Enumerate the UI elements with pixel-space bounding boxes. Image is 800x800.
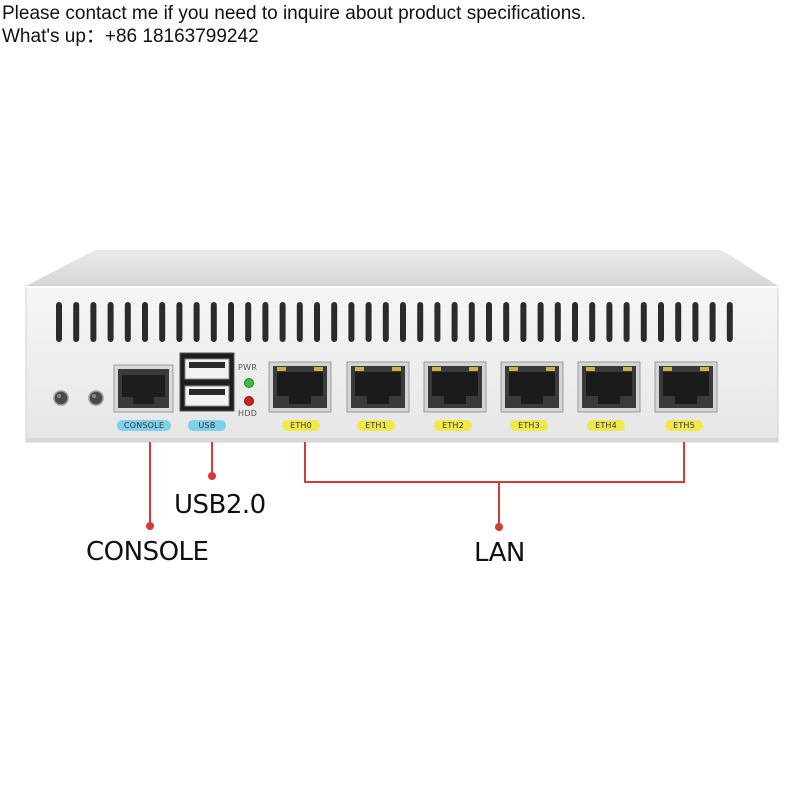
vent-slot <box>210 302 217 342</box>
usb-port-label: USB <box>188 420 226 431</box>
vent-slot <box>124 302 131 342</box>
eth0-label: ETH0 <box>282 420 320 431</box>
vent-slot <box>142 302 148 342</box>
ethernet-ports <box>268 361 718 413</box>
vent-slot <box>451 302 458 342</box>
console-callout-dot <box>146 522 154 530</box>
vent-slot <box>314 302 320 342</box>
vent-slot <box>537 302 544 342</box>
chassis-top <box>26 250 778 286</box>
vent-slot <box>331 302 338 342</box>
vent-slot <box>520 302 527 342</box>
vent-slot <box>193 302 200 342</box>
vent-slot <box>675 302 682 342</box>
console-callout-label: CONSOLE <box>86 537 209 567</box>
vent-slot <box>159 302 166 342</box>
vent-slot <box>262 302 269 342</box>
vent-slot <box>503 302 510 342</box>
vent-slot <box>606 302 613 342</box>
power-button <box>88 390 104 406</box>
vent-slot <box>434 302 441 342</box>
vent-slot <box>56 302 62 342</box>
contact-line-specifications: Please contact me if you need to inquire… <box>2 3 587 24</box>
eth1-label: ETH1 <box>357 420 395 431</box>
vent-slot <box>658 302 664 342</box>
eth4-port <box>577 361 641 413</box>
pwr-label: PWR <box>238 363 258 372</box>
vent-slot <box>709 302 716 342</box>
vent-slot <box>245 302 252 342</box>
vent-slot <box>589 302 596 342</box>
usb-port <box>179 352 235 412</box>
vent-slot <box>228 302 234 342</box>
vent-slot <box>692 302 699 342</box>
vent-slot <box>107 302 114 342</box>
vent-slot <box>640 302 647 342</box>
vent-slot <box>176 302 183 342</box>
eth1-port <box>346 361 410 413</box>
eth2-label: ETH2 <box>434 420 472 431</box>
ventilation-slots <box>56 302 733 342</box>
vent-slot <box>348 302 355 342</box>
eth0-port <box>268 361 332 413</box>
vent-slot <box>554 302 561 342</box>
lan-callout-dot <box>495 523 503 531</box>
vent-slot <box>365 302 372 342</box>
vent-slot <box>486 302 492 342</box>
vent-slot <box>726 302 733 342</box>
eth4-label: ETH4 <box>587 420 625 431</box>
pwr-led <box>244 378 254 388</box>
eth2-port <box>423 361 487 413</box>
vent-slot <box>73 302 80 342</box>
hdd-led <box>244 396 254 406</box>
console-port <box>113 364 174 413</box>
vent-slot <box>382 302 389 342</box>
vent-slot <box>279 302 286 342</box>
hdd-label: HDD <box>238 409 258 418</box>
vent-slot <box>623 302 630 342</box>
eth3-label: ETH3 <box>510 420 548 431</box>
contact-line-phone: What's up：+86 18163799242 <box>2 26 259 47</box>
eth5-port <box>654 361 718 413</box>
eth3-port <box>500 361 564 413</box>
lan-callout-label: LAN <box>474 538 525 568</box>
usb-callout-label: USB2.0 <box>174 490 266 520</box>
vent-slot <box>90 302 97 342</box>
console-port-label: CONSOLE <box>117 420 171 431</box>
usb-callout-dot <box>208 472 216 480</box>
callout-lines <box>149 442 685 525</box>
vent-slot <box>296 302 303 342</box>
reset-button <box>53 390 69 406</box>
vent-slot <box>468 302 475 342</box>
vent-slot <box>572 302 578 342</box>
vent-slot <box>417 302 424 342</box>
eth5-label: ETH5 <box>665 420 703 431</box>
vent-slot <box>400 302 406 342</box>
